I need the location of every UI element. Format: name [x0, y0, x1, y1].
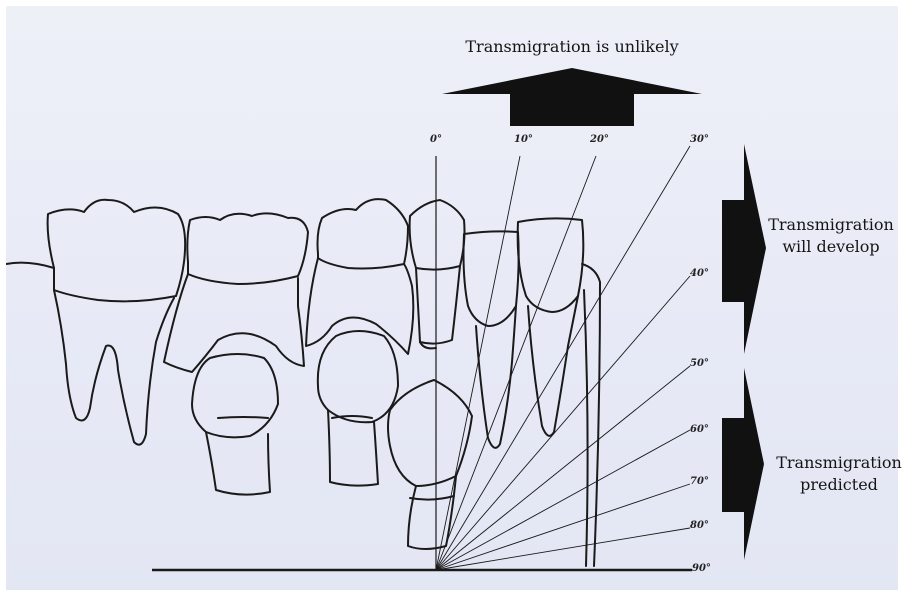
- label-line: will develop: [758, 236, 904, 258]
- gum-line: [6, 263, 54, 268]
- impacted-canine-tooth: [388, 380, 472, 549]
- label-line: Transmigration: [758, 214, 904, 236]
- teeth-diagram: [6, 6, 904, 602]
- label-line: Transmigration: [768, 452, 904, 474]
- angle-rays: [436, 146, 690, 570]
- molar-tooth: [48, 200, 186, 445]
- angle-label-10: 10°: [514, 134, 533, 145]
- angle-label-70: 70°: [690, 476, 709, 487]
- central-incisor-tooth: [518, 218, 600, 566]
- angle-label-50: 50°: [690, 358, 709, 369]
- angle-label-90: 90°: [692, 563, 711, 574]
- angle-label-0: 0°: [430, 134, 442, 145]
- label-line: predicted: [768, 474, 904, 496]
- right-arrow-predicted: [722, 368, 764, 560]
- angle-label-80: 80°: [690, 520, 709, 531]
- angle-label-30: 30°: [690, 134, 709, 145]
- angle-label-40: 40°: [690, 268, 709, 279]
- label-transmigration-will-develop: Transmigration will develop: [758, 214, 904, 258]
- angle-label-20: 20°: [590, 134, 609, 145]
- up-arrow: [442, 68, 702, 126]
- label-transmigration-predicted: Transmigration predicted: [768, 452, 904, 496]
- label-transmigration-unlikely: Transmigration is unlikely: [446, 36, 698, 58]
- angle-label-60: 60°: [690, 424, 709, 435]
- canine-tooth: [410, 200, 465, 348]
- premolar-tooth: [306, 199, 413, 485]
